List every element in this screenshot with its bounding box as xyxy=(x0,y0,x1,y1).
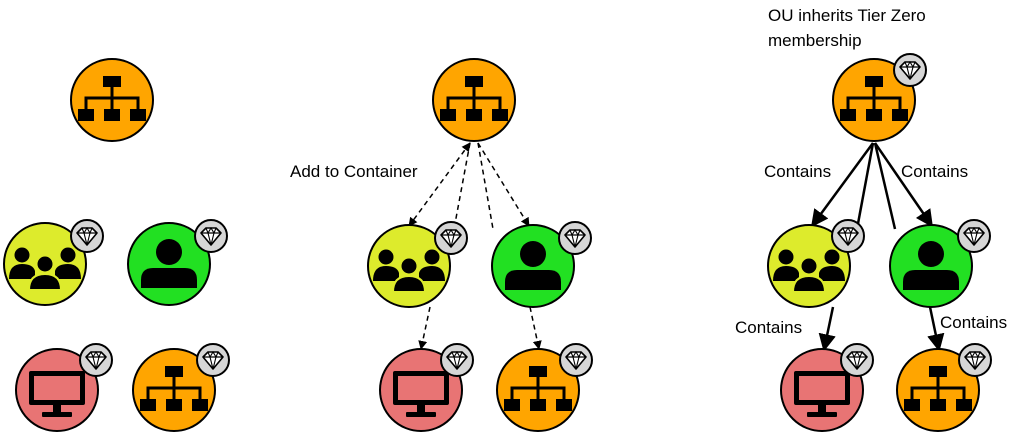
contains-label-left-bottom: Contains xyxy=(735,318,802,337)
edge-ou-to-group-2 xyxy=(453,142,471,230)
group-node xyxy=(3,219,104,306)
edge-ou-to-group xyxy=(408,142,471,227)
contains-label-right-top: Contains xyxy=(901,162,968,181)
edge-group-to-computer xyxy=(818,306,836,352)
edge-ou-to-user xyxy=(477,142,494,230)
computer-node xyxy=(15,343,113,432)
diamond-icon xyxy=(440,343,474,377)
panel-1 xyxy=(3,58,230,432)
user-node xyxy=(889,219,991,308)
diamond-icon xyxy=(893,53,927,87)
ou-node xyxy=(432,58,516,142)
edge-ou-to-group-2 xyxy=(855,142,875,230)
child-ou-node xyxy=(896,343,992,432)
edge-ou-to-user-2 xyxy=(873,142,934,228)
diamond-icon xyxy=(840,343,874,377)
computer-node xyxy=(780,343,874,432)
ou-node xyxy=(70,58,154,142)
diamond-icon xyxy=(434,221,468,255)
solid-edges xyxy=(810,142,945,352)
diamond-icon xyxy=(558,221,592,255)
user-node xyxy=(127,219,228,306)
diamond-icon xyxy=(957,219,991,253)
diamond-icon xyxy=(70,219,104,253)
panel-2: Add to Container xyxy=(290,58,593,432)
diamond-icon xyxy=(196,343,230,377)
group-node xyxy=(767,219,865,308)
dashed-edges xyxy=(408,142,542,350)
add-to-container-label: Add to Container xyxy=(290,162,418,181)
contains-label-right-bottom: Contains xyxy=(940,313,1007,332)
diamond-icon xyxy=(79,343,113,377)
user-node xyxy=(491,221,592,308)
ou-inherits-label-line2: membership xyxy=(768,31,862,50)
edge-group-to-computer xyxy=(418,306,431,350)
panel-3: OU inherits Tier Zero membership Contain… xyxy=(735,6,1007,432)
edge-ou-to-group xyxy=(810,142,875,228)
child-ou-node xyxy=(496,343,593,432)
diamond-icon xyxy=(559,343,593,377)
edge-user-to-ou xyxy=(529,306,542,350)
diamond-icon xyxy=(831,219,865,253)
edge-user-to-ou xyxy=(927,306,945,352)
contains-label-left-top: Contains xyxy=(764,162,831,181)
computer-node xyxy=(379,343,474,432)
diamond-icon xyxy=(958,343,992,377)
group-node xyxy=(367,221,468,308)
diamond-icon xyxy=(194,219,228,253)
child-ou-node xyxy=(132,343,230,432)
edge-ou-to-user xyxy=(873,142,897,230)
ou-node xyxy=(832,53,927,142)
ou-inherits-label-line1: OU inherits Tier Zero xyxy=(768,6,926,25)
edge-ou-to-user-2 xyxy=(477,142,530,227)
